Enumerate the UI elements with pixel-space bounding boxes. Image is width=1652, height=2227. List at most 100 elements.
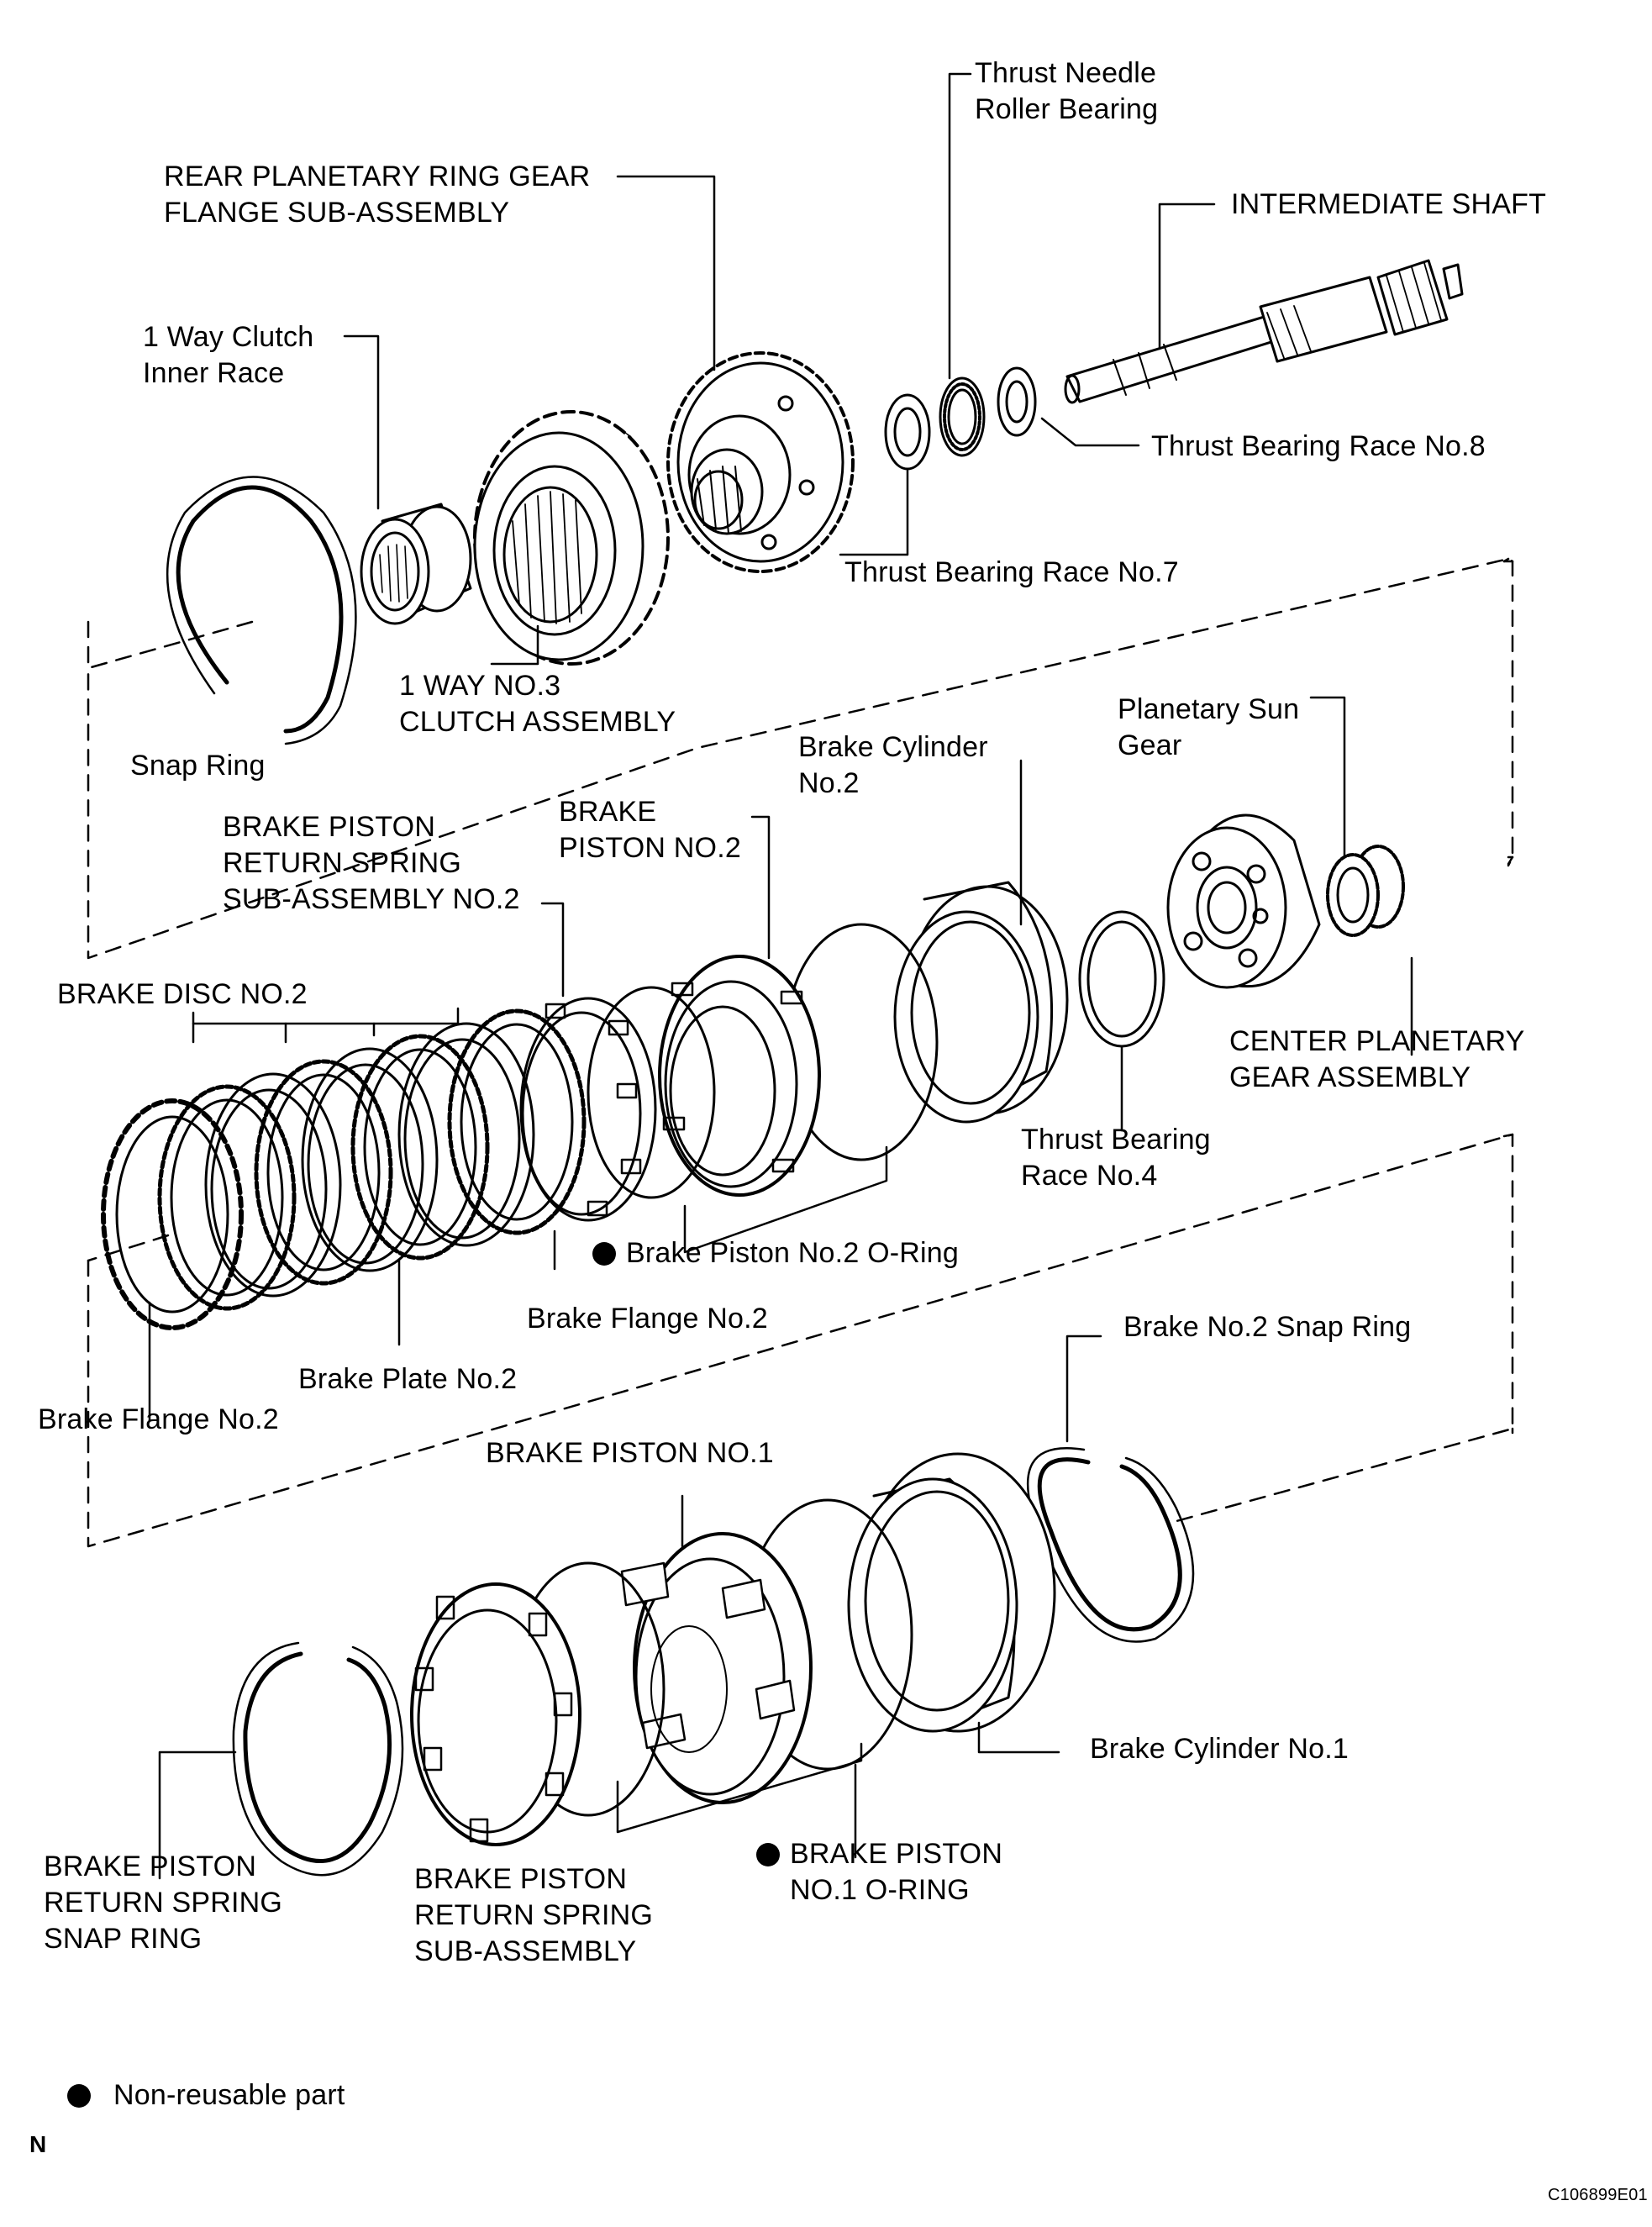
label-brake-flange-no2-lower: Brake Flange No.2 [38,1402,279,1438]
label-line: Thrust Bearing [1021,1124,1211,1156]
label-brake-piston-return-spring-sub-assembly-no2: BRAKE PISTON RETURN SPRING SUB-ASSEMBLY … [223,809,520,918]
thrust-bearing-race-no7-drawing [884,393,931,471]
label-one-way-clutch-inner-race: 1 Way Clutch Inner Race [143,319,313,392]
label-center-planetary-gear-assembly: CENTER PLANETARY GEAR ASSEMBLY [1229,1024,1524,1096]
legend-non-reusable: Non-reusable part [67,2077,345,2114]
label-brake-piston-no1-o-ring: BRAKE PISTON NO.1 O-RING [756,1836,1002,1908]
label-line: Thrust Bearing Race No.7 [844,556,1179,588]
brake-flange-no2-outer [101,1098,244,1330]
brake-disc-plate-stack-drawing [101,1008,587,1330]
label-line: Brake No.2 Snap Ring [1123,1311,1412,1343]
label-brake-plate-no2: Brake Plate No.2 [298,1361,517,1398]
plate-3 [204,1072,342,1298]
label-line: NO.1 O-RING [790,1874,970,1906]
label-line: Planetary Sun [1118,693,1300,725]
label-line: BRAKE PISTON [414,1863,628,1895]
disc-3 [254,1059,393,1286]
label-line: BRAKE DISC NO.2 [57,978,308,1010]
label-line: INTERMEDIATE SHAFT [1231,188,1547,220]
label-line: BRAKE PISTON NO.1 [486,1437,774,1469]
label-planetary-sun-gear: Planetary Sun Gear [1118,692,1299,764]
label-line: BRAKE [559,796,657,828]
non-reusable-dot-icon [67,2084,91,2108]
label-line: Thrust Bearing Race No.8 [1151,430,1486,462]
label-line: Race No.4 [1021,1160,1158,1192]
label-thrust-bearing-race-no8: Thrust Bearing Race No.8 [1151,429,1486,465]
label-line: Brake Piston No.2 O-Ring [626,1237,959,1269]
label-line: Brake Flange No.2 [38,1403,279,1435]
label-brake-no2-snap-ring: Brake No.2 Snap Ring [1123,1309,1411,1345]
thrust-bearing-race-no8-drawing [997,366,1037,437]
return-spring-sub-assembly-drawing [410,1582,581,1846]
label-brake-disc-no2: BRAKE DISC NO.2 [57,977,308,1013]
label-line: BRAKE PISTON [790,1838,1003,1870]
label-brake-piston-no2: BRAKE PISTON NO.2 [559,794,741,866]
label-brake-cylinder-no2: Brake Cylinder No.2 [798,729,988,802]
label-line: 1 WAY NO.3 [399,670,561,702]
one-way-no3-clutch-assembly-drawing [473,410,670,666]
label-line: RETURN SPRING [414,1899,654,1931]
label-line: Brake Cylinder No.1 [1090,1733,1349,1765]
label-brake-piston-no2-o-ring: Brake Piston No.2 O-Ring [592,1235,959,1271]
label-line: FLANGE SUB-ASSEMBLY [164,197,510,229]
figure-code: C106899E01 [1548,2186,1648,2204]
label-line: CLUTCH ASSEMBLY [399,706,676,738]
planetary-sun-gear-drawing [1326,845,1405,937]
label-brake-piston-return-spring-sub-assembly: BRAKE PISTON RETURN SPRING SUB-ASSEMBLY [414,1861,653,1970]
north-mark: N [29,2131,47,2157]
brake-no2-snap-ring-drawing [1026,1447,1195,1643]
thrust-needle-roller-bearing-drawing [939,376,986,457]
label-line: RETURN SPRING [44,1887,283,1919]
label-snap-ring: Snap Ring [130,748,266,784]
label-one-way-no3-clutch-assembly: 1 WAY NO.3 CLUTCH ASSEMBLY [399,668,676,740]
label-thrust-needle-roller-bearing: Thrust Needle Roller Bearing [975,55,1158,128]
label-line: Brake Flange No.2 [527,1303,768,1335]
label-line: Gear [1118,729,1182,761]
return-spring-sub-assembly-no2-drawing [519,997,657,1222]
label-line: Snap Ring [130,750,266,782]
label-brake-piston-no1: BRAKE PISTON NO.1 [486,1435,774,1472]
intermediate-shaft-drawing [1064,259,1464,404]
label-line: SUB-ASSEMBLY [414,1935,637,1967]
brake-cylinder-no2-drawing [893,881,1069,1124]
label-line: BRAKE PISTON [44,1851,257,1882]
brake-piston-no1-drawing [620,1532,813,1804]
label-line: RETURN SPRING [223,847,462,879]
label-line: 1 Way Clutch [143,321,314,353]
disc-2 [350,1034,490,1261]
leader-lines [148,72,1413,1880]
label-brake-cylinder-no1: Brake Cylinder No.1 [1090,1731,1349,1767]
label-line: SNAP RING [44,1923,203,1955]
label-line: Inner Race [143,357,285,389]
brake-piston-no2-drawing [658,955,821,1197]
label-line: No.2 [798,767,860,799]
non-reusable-dot-icon [756,1843,780,1866]
label-line: SUB-ASSEMBLY NO.2 [223,883,520,915]
label-thrust-bearing-race-no4: Thrust Bearing Race No.4 [1021,1122,1211,1194]
inner-o-ring-drawing [587,986,716,1199]
plate-2 [301,1047,439,1272]
label-line: CENTER PLANETARY [1229,1025,1525,1057]
label-line: Roller Bearing [975,93,1159,125]
label-thrust-bearing-race-no7: Thrust Bearing Race No.7 [844,555,1179,591]
disc-1 [447,1008,587,1235]
label-line: BRAKE PISTON [223,811,436,843]
thrust-bearing-race-no4-drawing [1078,910,1165,1048]
disc-4 [157,1084,297,1311]
label-line: PISTON NO.2 [559,832,741,864]
label-line: Brake Plate No.2 [298,1363,518,1395]
plate-1 [397,1022,535,1247]
non-reusable-dot-icon [592,1242,616,1266]
dashed-assembly-guides [87,557,1514,1548]
return-spring-snap-ring-drawing [232,1641,404,1877]
label-brake-flange-no2-upper: Brake Flange No.2 [527,1301,768,1337]
center-planetary-gear-assembly-drawing [1166,813,1321,989]
brake-cylinder-no1-drawing [847,1452,1056,1733]
one-way-clutch-inner-race-drawing [360,503,472,625]
legend-text: Non-reusable part [113,2079,345,2111]
rear-planetary-ring-gear-flange-drawing [666,351,855,573]
label-line: Brake Cylinder [798,731,988,763]
label-intermediate-shaft: INTERMEDIATE SHAFT [1231,187,1546,223]
